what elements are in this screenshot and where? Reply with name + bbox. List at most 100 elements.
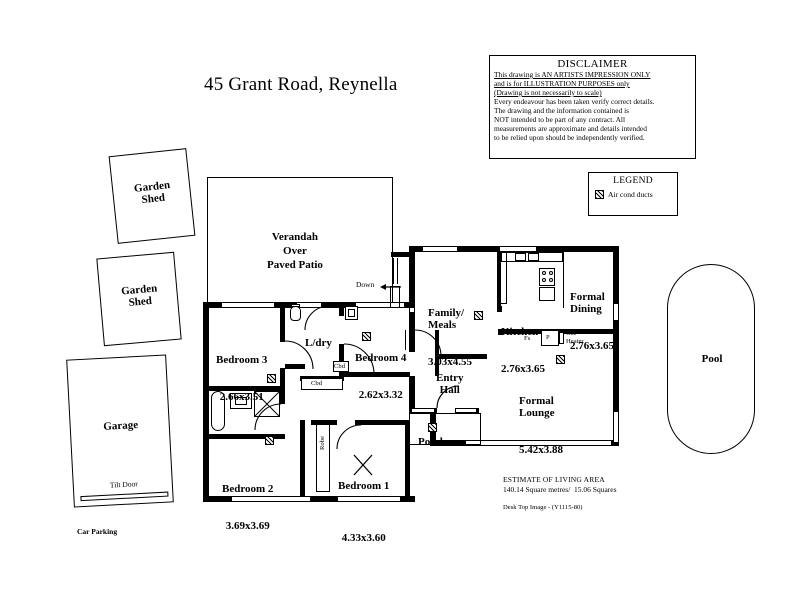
window-verandah-side bbox=[393, 258, 398, 284]
disclaimer-underline-3: (Drawing is not necessarily to scale) bbox=[494, 88, 602, 97]
pool: Pool bbox=[667, 264, 755, 454]
garden-shed-2: Garden Shed bbox=[96, 251, 182, 347]
reference-label: Desk Top Image - (Y1115-80) bbox=[503, 504, 583, 511]
window-dining-right bbox=[613, 304, 619, 320]
window-bedroom4-top bbox=[356, 302, 404, 308]
garage-label: Garage bbox=[103, 419, 139, 433]
window-family-left bbox=[409, 308, 415, 312]
door-bedroom1 bbox=[336, 424, 362, 450]
wall-bath-right bbox=[280, 386, 285, 404]
verandah-step bbox=[390, 286, 400, 308]
bedroom-4-label: Bedroom 4 2.62x3.32 bbox=[355, 351, 407, 401]
wall-family-bottom bbox=[435, 354, 487, 359]
gas-heater-unit bbox=[541, 330, 559, 346]
wall-bed1-right bbox=[405, 420, 410, 498]
air-cond-duct-lounge bbox=[556, 355, 565, 364]
air-cond-duct-bedroom4 bbox=[362, 332, 371, 341]
wall-dining-right bbox=[613, 246, 619, 304]
door-entry bbox=[436, 385, 460, 409]
verandah-label: Verandah Over Paved Patio bbox=[267, 231, 323, 271]
robe-label: Robe bbox=[319, 436, 326, 450]
window-laundry-top bbox=[297, 302, 321, 308]
wall-robe-top bbox=[311, 420, 337, 425]
door-bedroom4 bbox=[343, 343, 375, 375]
air-cond-duct-family bbox=[474, 311, 483, 320]
window-entry-sidelight bbox=[412, 408, 434, 413]
wall-kitchen-lounge-a bbox=[498, 306, 502, 312]
door-bathroom bbox=[254, 403, 282, 431]
formal-dining-label: Formal Dining 2.76x3.65 bbox=[570, 290, 614, 352]
burner-4 bbox=[549, 278, 553, 282]
wall-bed1-top-right bbox=[355, 420, 410, 425]
disclaimer-body-1: Every endeavour has been taken verify co… bbox=[494, 97, 655, 106]
legend-box: LEGEND Air cond ducts bbox=[588, 172, 678, 216]
disclaimer-heading: DISCLAIMER bbox=[557, 58, 628, 70]
disclaimer-body-3: NOT intended to be part of any contract.… bbox=[494, 115, 626, 124]
oven bbox=[539, 287, 555, 301]
wall-entry-left bbox=[409, 376, 415, 410]
garage: Garage Tilt Door bbox=[66, 354, 174, 508]
disclaimer-underline-1: This drawing is AN ARTISTS IMPRESSION ON… bbox=[494, 70, 651, 79]
ceiling-fan-icon bbox=[353, 454, 373, 476]
tilt-door bbox=[80, 491, 169, 502]
garden-shed-1: Garden Shed bbox=[108, 148, 196, 244]
wall-bath-left bbox=[203, 386, 208, 436]
garden-shed-1-label: Garden Shed bbox=[133, 179, 171, 207]
wall-dining-left bbox=[563, 252, 564, 308]
burner-3 bbox=[542, 278, 546, 282]
formal-lounge-label: Formal Lounge 5.42x3.88 bbox=[519, 394, 563, 456]
porch-label: Porch bbox=[418, 436, 446, 448]
wall-laundry-right-upper bbox=[339, 302, 344, 316]
down-arrow-icon bbox=[380, 284, 401, 290]
cupboard-2 bbox=[333, 361, 349, 372]
wall-bath-bottom bbox=[203, 434, 285, 439]
gas-heater-label: Gas Heater bbox=[566, 330, 584, 345]
toilet bbox=[290, 306, 301, 321]
wall-cbd-top bbox=[285, 364, 305, 369]
wall-bed3-right-lower bbox=[280, 368, 285, 390]
window-lounge-bottom bbox=[466, 440, 611, 446]
bedroom-1-label: Bedroom 1 4.33x3.60 bbox=[338, 479, 390, 544]
burner-2 bbox=[549, 271, 553, 275]
cupboard-2-label: Cbd bbox=[334, 363, 345, 370]
window-bedroom4-right bbox=[405, 330, 410, 350]
shower-cross-icon bbox=[254, 391, 280, 417]
garden-shed-2-label: Garden Shed bbox=[120, 282, 158, 310]
family-meals-label: Family/ Meals 3.03x4.55 bbox=[428, 306, 472, 368]
disclaimer-body-4: measurements are approximate and details… bbox=[494, 124, 647, 133]
gas-heater-flue bbox=[559, 332, 564, 344]
kitchen-sink-right bbox=[528, 253, 539, 261]
window-lounge-right bbox=[613, 412, 619, 442]
air-cond-duct-icon bbox=[595, 190, 604, 199]
wall-family-entry-right bbox=[435, 330, 439, 376]
door-toilet bbox=[304, 305, 330, 331]
wall-kitchen-left bbox=[497, 252, 501, 306]
disclaimer-underline-2: and is for ILLUSTRATION PURPOSES only bbox=[494, 79, 630, 88]
kitchen-sink-left bbox=[515, 253, 526, 261]
wall-bed4-bottom bbox=[344, 372, 410, 377]
porch-outline bbox=[409, 413, 481, 445]
wall-bed3-bottom bbox=[203, 386, 285, 391]
door-bedroom3 bbox=[284, 340, 314, 370]
wall-bed2-right bbox=[300, 420, 305, 496]
bathtub bbox=[211, 391, 225, 431]
legend-item-label: Air cond ducts bbox=[608, 190, 653, 199]
window-bedroom1-bottom bbox=[338, 496, 400, 502]
window-bedroom3-top bbox=[222, 302, 274, 308]
entry-hall-label: Entry Hall bbox=[436, 372, 464, 397]
cupboard-1 bbox=[301, 378, 343, 390]
window-bedroom2-bottom bbox=[232, 496, 310, 502]
window-kitchen-top bbox=[500, 246, 536, 252]
laundry-label: L/dry bbox=[305, 337, 332, 349]
estimate-heading: ESTIMATE OF LIVING AREA bbox=[503, 475, 605, 484]
wall-lounge-topleft bbox=[498, 329, 502, 335]
disclaimer-body-2: The drawing and the information containe… bbox=[494, 106, 630, 115]
down-label: Down bbox=[356, 280, 375, 289]
p-label: P bbox=[546, 334, 550, 341]
wall-lounge-right bbox=[613, 318, 619, 412]
air-cond-duct-hall bbox=[265, 436, 274, 445]
legend-heading: LEGEND bbox=[613, 176, 653, 186]
robe bbox=[316, 424, 330, 492]
bedroom-2-label: Bedroom 2 3.69x3.69 bbox=[222, 482, 274, 532]
